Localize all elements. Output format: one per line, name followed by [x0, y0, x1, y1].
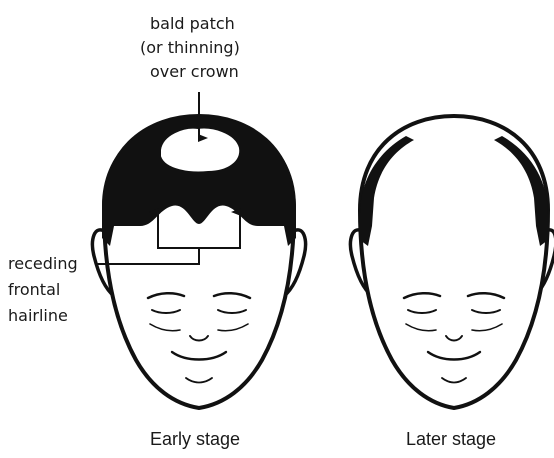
hairline-label-line-2: frontal — [8, 280, 60, 300]
crown-label-line-3: over crown — [150, 62, 239, 82]
later-stage-caption: Later stage — [406, 428, 496, 450]
hairline-label-line-3: hairline — [8, 306, 68, 326]
crown-bald-patch — [162, 130, 238, 171]
hairline-label-line-1: receding — [8, 254, 78, 274]
early-stage-caption: Early stage — [150, 428, 240, 450]
later-stage-head — [351, 116, 554, 408]
crown-label-line-1: bald patch — [150, 14, 235, 34]
crown-label-line-2: (or thinning) — [140, 38, 240, 58]
